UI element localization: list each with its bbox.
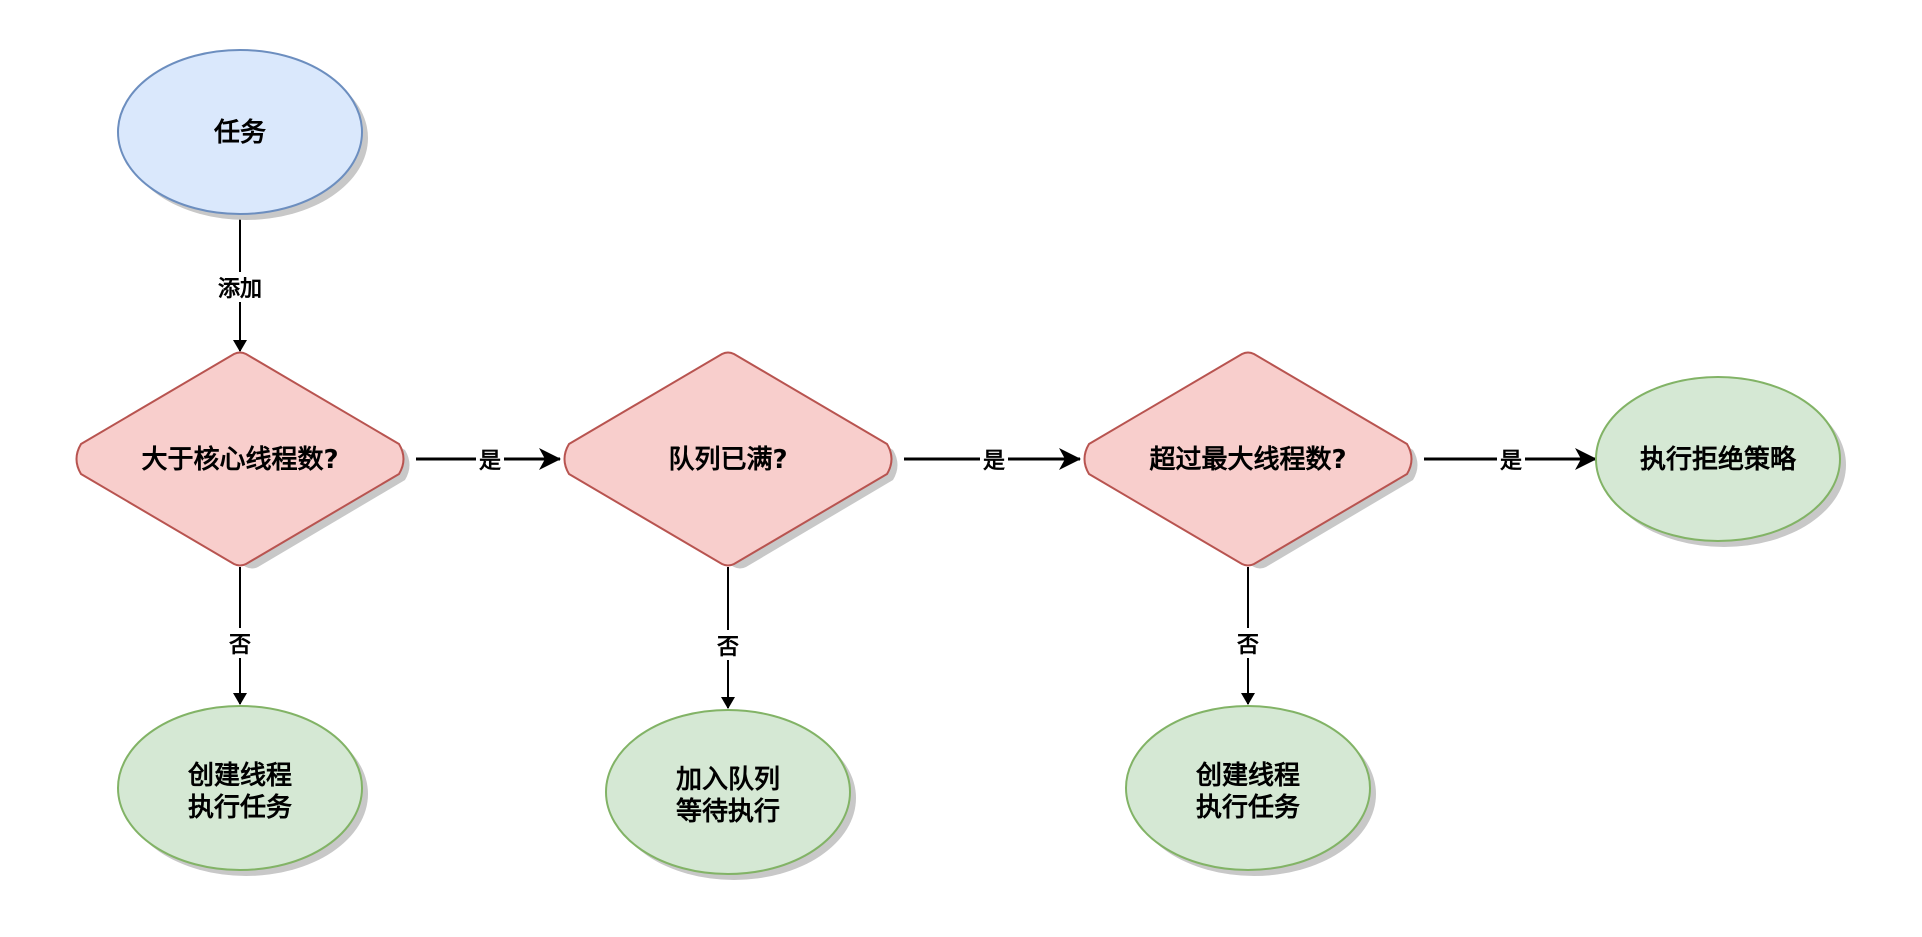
node-create-thread-2: 创建线程 执行任务 [1125, 705, 1376, 876]
edge-label-max-yes: 是 [1500, 449, 1522, 474]
edge-label-add: 添加 [218, 277, 262, 302]
edge-queue-no: 否 [712, 567, 744, 709]
node-create-thread-1-shape [117, 705, 363, 871]
edge-label-queue-yes: 是 [983, 449, 1005, 474]
node-create-thread-2-line1: 创建线程 [1195, 761, 1300, 791]
node-decision-max-label: 超过最大线程数? [1149, 445, 1346, 475]
node-enqueue-line1: 加入队列 [676, 765, 780, 795]
node-create-thread-1-line1: 创建线程 [187, 761, 292, 791]
edge-max-no: 否 [1232, 567, 1264, 705]
node-task-shape [117, 49, 363, 215]
edge-core-no: 否 [224, 567, 256, 705]
node-decision-max: 超过最大线程数? [1083, 351, 1418, 569]
node-decision-queue-label: 队列已满? [668, 445, 787, 475]
node-create-thread-1: 创建线程 执行任务 [117, 705, 368, 876]
node-create-thread-2-line2: 执行任务 [1196, 792, 1300, 823]
node-decision-queue: 队列已满? [563, 351, 898, 569]
node-task-label: 任务 [213, 118, 266, 148]
node-reject-shape [1595, 376, 1841, 542]
edge-max-yes: 是 [1424, 446, 1597, 474]
node-enqueue-line2: 等待执行 [676, 796, 780, 827]
node-reject-label: 执行拒绝策略 [1640, 444, 1797, 475]
edge-core-yes: 是 [416, 446, 561, 474]
node-task: 任务 [117, 49, 368, 220]
edge-label-core-no: 否 [228, 633, 251, 658]
edge-add: 添加 [212, 214, 268, 352]
node-enqueue: 加入队列 等待执行 [605, 709, 856, 880]
node-reject: 执行拒绝策略 [1595, 376, 1846, 547]
node-decision-queue-shape [563, 351, 893, 567]
node-decision-core: 大于核心线程数? [75, 351, 410, 569]
edge-label-max-no: 否 [1236, 633, 1259, 658]
node-decision-max-shape [1083, 351, 1413, 567]
node-enqueue-shape [605, 709, 851, 875]
node-create-thread-2-shape [1125, 705, 1371, 871]
edge-label-queue-no: 否 [716, 635, 739, 660]
edge-label-core-yes: 是 [479, 449, 501, 474]
node-decision-core-label: 大于核心线程数? [141, 444, 338, 475]
node-decision-core-shape [75, 351, 405, 567]
node-create-thread-1-line2: 执行任务 [188, 792, 292, 823]
edge-queue-yes: 是 [904, 446, 1081, 474]
